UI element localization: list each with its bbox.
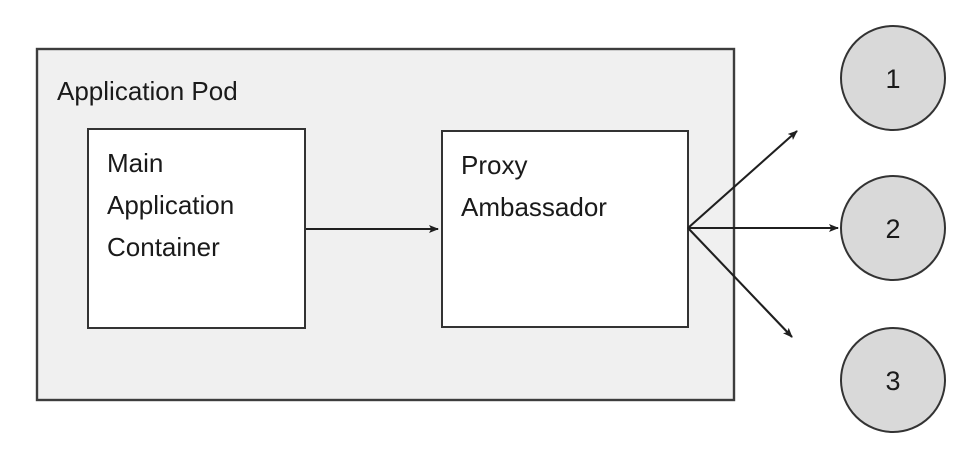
endpoint-2-circle[interactable] (840, 175, 946, 281)
proxy-ambassador-container-box[interactable] (441, 130, 689, 328)
main-application-container-box[interactable] (87, 128, 306, 329)
endpoint-1[interactable]: 1 (840, 25, 946, 131)
proxy-ambassador-line-1: Proxy (461, 150, 527, 180)
main-application-container-line-2: Application (107, 190, 234, 220)
application-pod-label: Application Pod (57, 76, 238, 106)
endpoint-3-circle[interactable] (840, 327, 946, 433)
connector-proxy-to-endpoint-3 (687, 227, 793, 338)
main-application-container[interactable]: Main Application Container (87, 128, 306, 329)
endpoint-3-label: 3 (885, 366, 900, 396)
endpoint-2[interactable]: 2 (840, 175, 946, 281)
proxy-ambassador-line-2: Ambassador (461, 192, 607, 222)
proxy-ambassador-container[interactable]: Proxy Ambassador (441, 130, 689, 328)
main-application-container-line-1: Main (107, 148, 163, 178)
endpoint-3[interactable]: 3 (840, 327, 946, 433)
connector-proxy-to-endpoint-1 (687, 130, 798, 229)
endpoint-2-label: 2 (885, 214, 900, 244)
main-application-container-line-3: Container (107, 232, 220, 262)
endpoint-1-circle[interactable] (840, 25, 946, 131)
endpoint-1-label: 1 (885, 64, 900, 94)
